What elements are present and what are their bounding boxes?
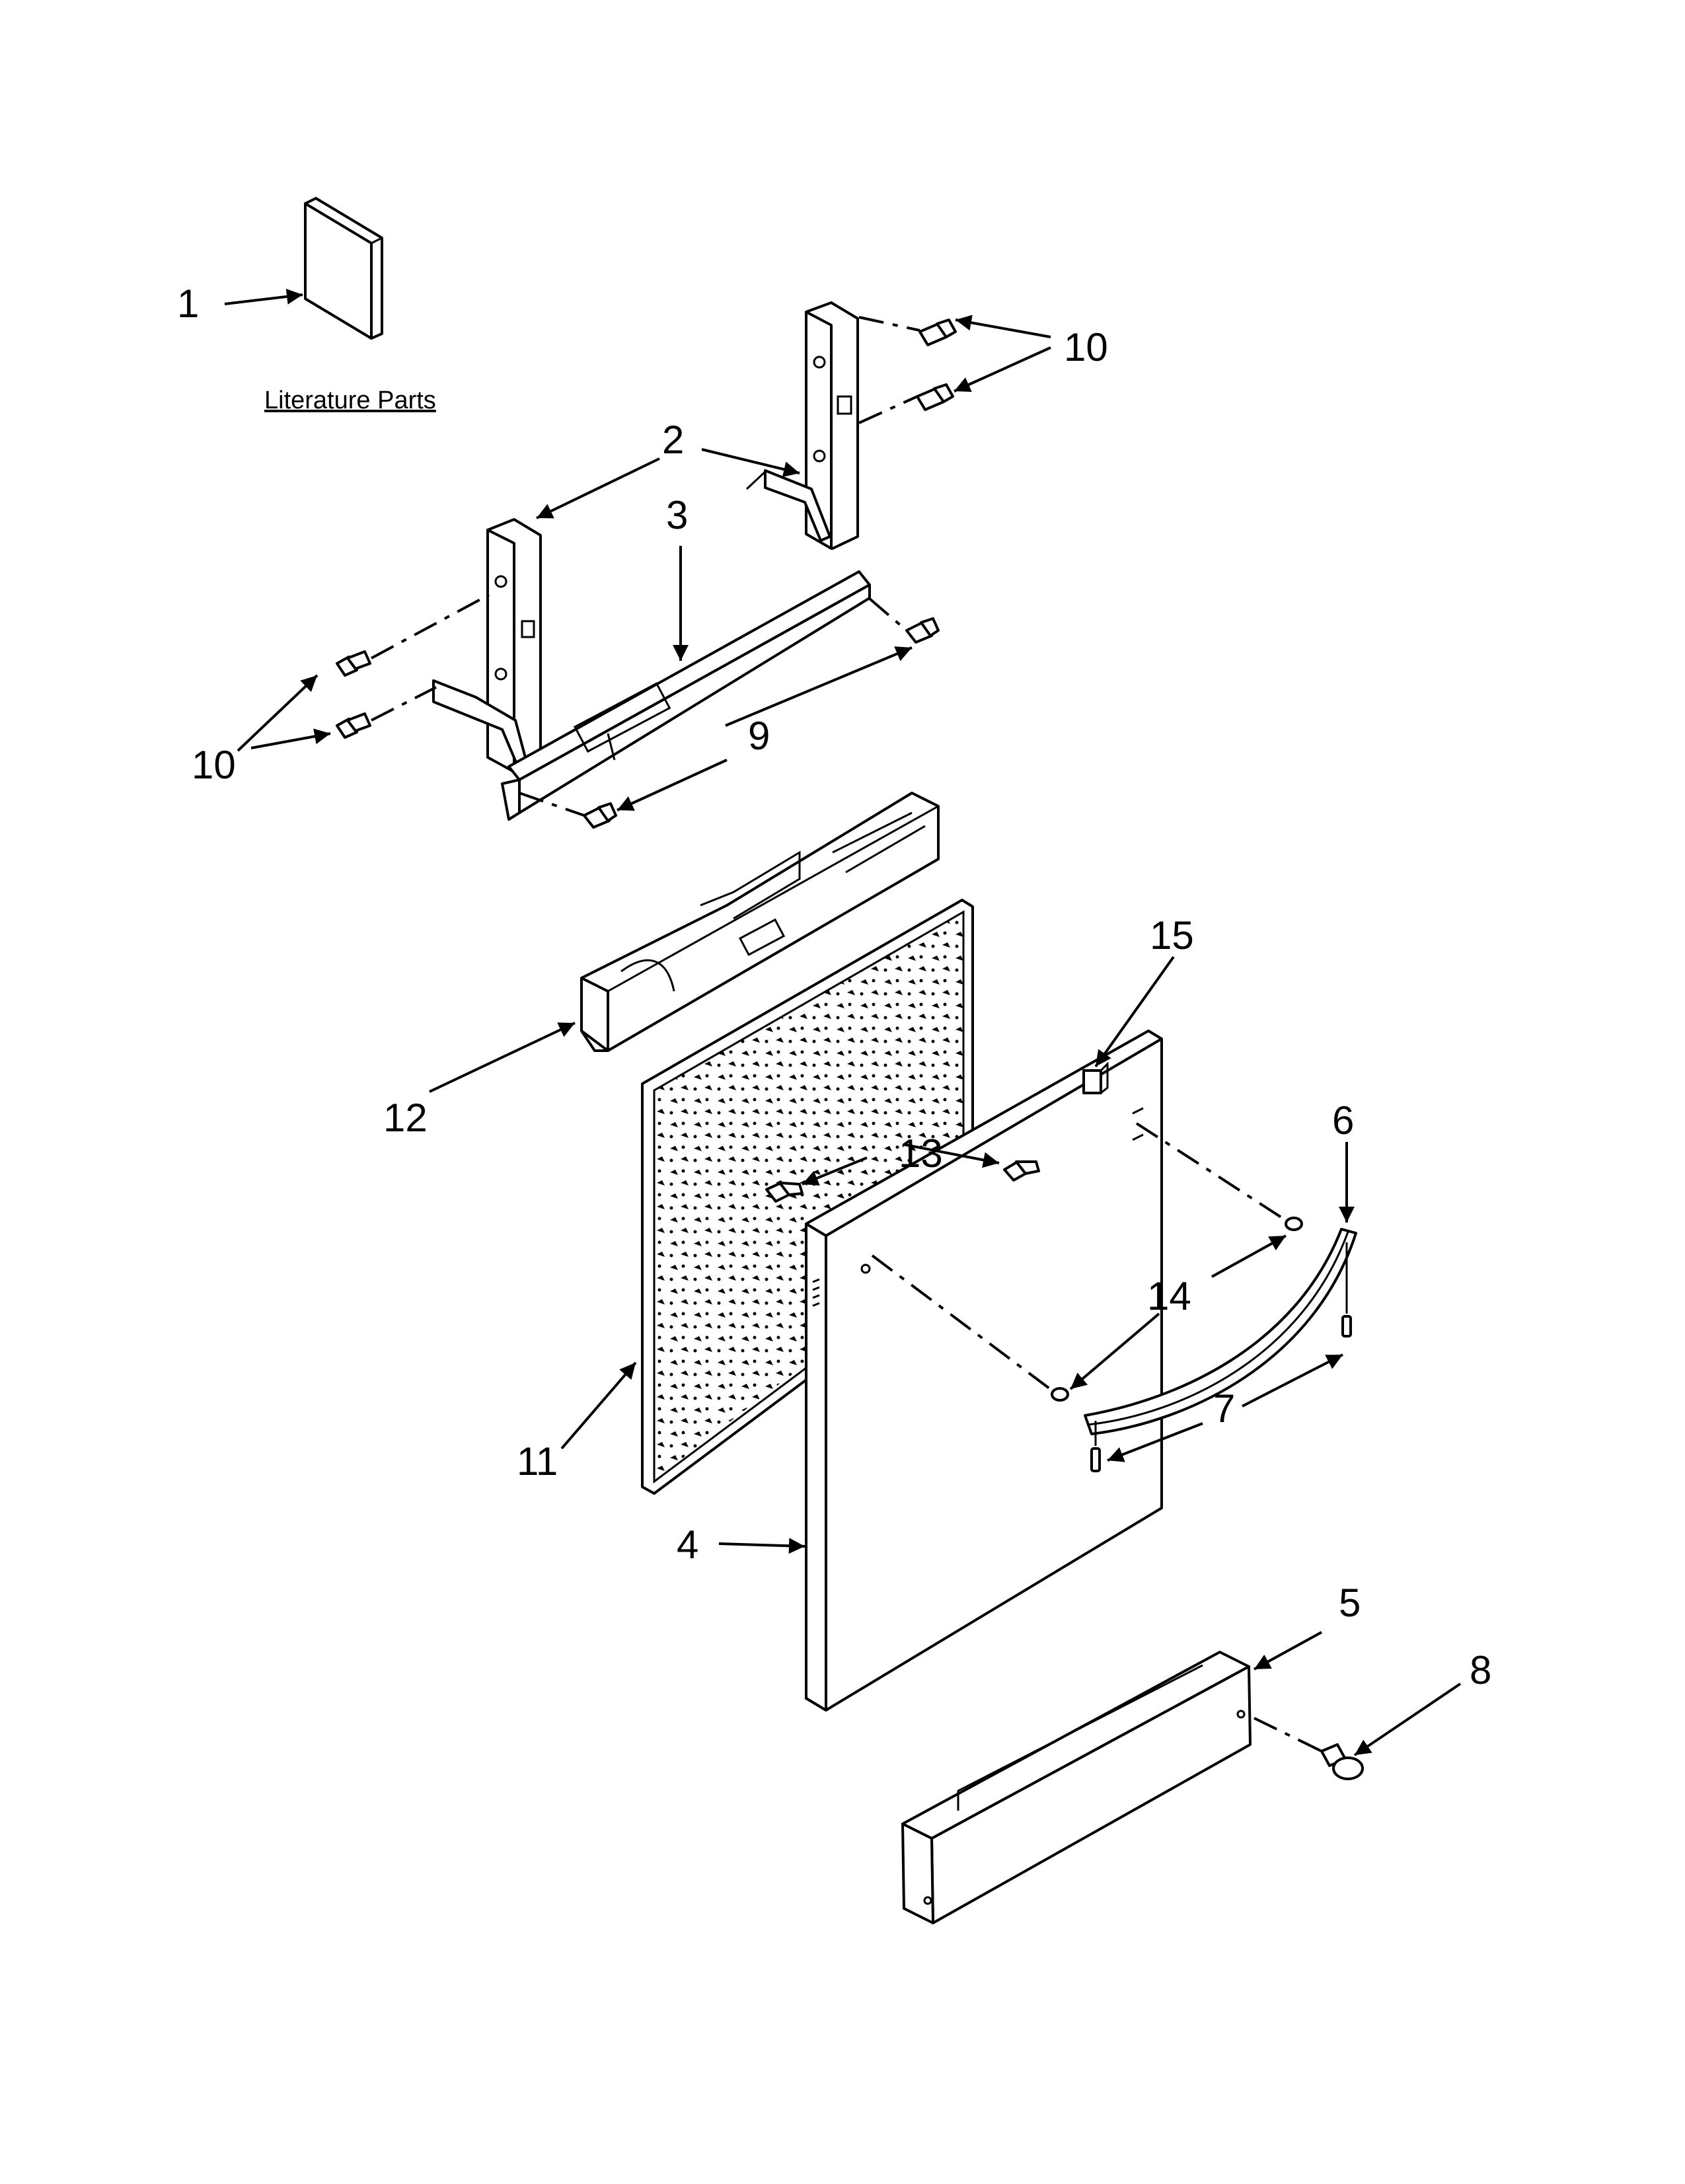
callout-2: 2 — [662, 418, 684, 462]
screw-10-top-1 — [918, 319, 957, 346]
callout-14: 14 — [1147, 1274, 1191, 1318]
screw-9-right — [905, 617, 940, 644]
door-handle — [1084, 1228, 1357, 1435]
callout-8: 8 — [1470, 1648, 1491, 1692]
callout-13: 13 — [899, 1131, 943, 1176]
stud-7-right — [1341, 1315, 1352, 1337]
callout-12: 12 — [383, 1096, 428, 1140]
screw-13-lower — [765, 1182, 804, 1203]
screw-13-upper — [1003, 1160, 1040, 1182]
callout-9: 9 — [748, 714, 770, 758]
stud-7-left — [1090, 1447, 1101, 1472]
toe-panel — [901, 1651, 1252, 1924]
callout-10-left: 10 — [192, 743, 236, 787]
literature-parts-label: Literature Parts — [264, 387, 436, 414]
literature-booklet — [304, 197, 383, 340]
mounting-rail — [501, 570, 871, 821]
outer-door-panel — [805, 1030, 1163, 1712]
callout-4: 4 — [677, 1523, 698, 1567]
hinge-bracket-right — [745, 301, 859, 550]
screw-10-left-2 — [336, 712, 371, 739]
callout-10-top: 10 — [1064, 325, 1108, 369]
screw-10-left-1 — [336, 650, 371, 677]
callout-1: 1 — [177, 282, 199, 326]
callout-6: 6 — [1332, 1098, 1354, 1143]
spacer-14-right — [1285, 1217, 1303, 1231]
callout-15: 15 — [1150, 913, 1194, 958]
callout-7: 7 — [1213, 1386, 1235, 1431]
spacer-14-left — [1051, 1387, 1069, 1402]
hinge-bracket-left — [432, 518, 542, 773]
control-panel-assembly — [580, 792, 940, 1052]
vent-slots — [812, 1278, 820, 1307]
callout-11: 11 — [517, 1439, 558, 1484]
screw-10-top-2 — [916, 383, 954, 411]
screw-8 — [1320, 1743, 1364, 1780]
callout-3: 3 — [666, 493, 688, 537]
screw-9-bottom — [583, 802, 617, 829]
door-latch — [1082, 1061, 1109, 1094]
callout-5: 5 — [1339, 1581, 1361, 1625]
